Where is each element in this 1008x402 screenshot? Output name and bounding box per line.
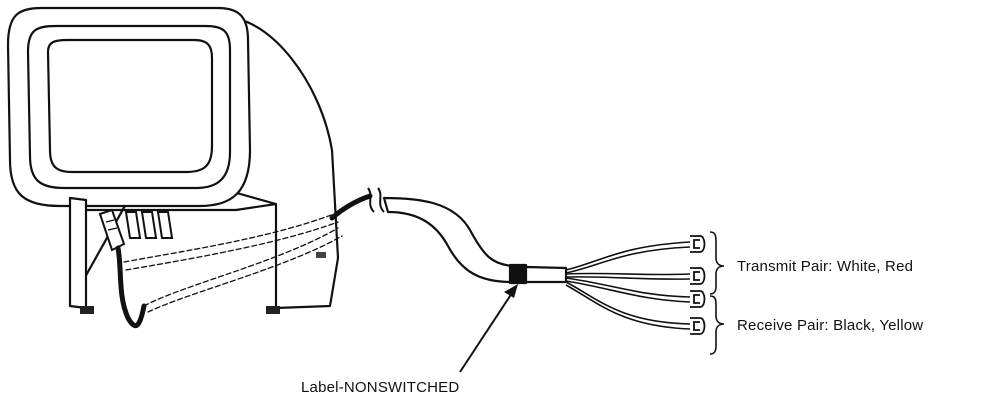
wire-yellow [565,281,691,325]
fanout-wires [565,241,691,330]
receive-pair-label: Receive Pair: Black, Yellow [737,317,924,334]
spade-lug-3 [690,290,706,308]
spade-lug-1 [690,235,706,253]
spade-lug-2 [690,267,706,285]
braces [709,231,725,355]
nonswitched-label-band [508,263,528,285]
terminal-foot-left [80,306,94,314]
wire-black [565,277,691,298]
wire-red [565,272,691,276]
receive-brace [709,295,725,355]
main-cable [382,196,568,285]
terminal-base [68,196,88,310]
connector-panel [98,208,174,252]
nonswitched-label-caption: Label-NONSWITCHED [301,379,460,396]
cable-break-mark [367,187,385,213]
crt-screen [46,38,214,174]
label-leader-arrow [459,284,518,373]
display-terminal [6,6,340,314]
wire-white [565,241,691,271]
transmit-pair-label: Transmit Pair: White, Red [737,258,914,275]
transmit-brace [709,231,725,295]
spade-lugs [690,235,706,335]
cable-plug [98,208,126,252]
terminal-foot-right [266,306,280,314]
spade-lug-4 [690,317,706,335]
terminal-cable [115,193,373,329]
arrow-head-icon [504,284,518,298]
